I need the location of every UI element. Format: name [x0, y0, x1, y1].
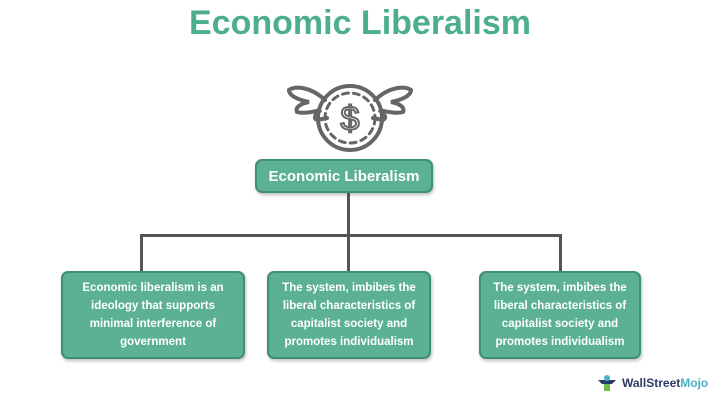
branch-node-2: The system, imbibes the liberal characte… [267, 271, 431, 359]
branch-node-3: The system, imbibes the liberal characte… [479, 271, 641, 359]
logo-icon [598, 375, 616, 391]
logo-text-1: WallStreet [622, 376, 681, 390]
wallstreetmojo-logo: WallStreetMojo [596, 374, 708, 392]
svg-text:$: $ [341, 100, 360, 138]
central-node: Economic Liberalism [255, 159, 433, 193]
connector-trunk [347, 193, 350, 236]
logo-text-2: Mojo [680, 376, 709, 390]
connector-right [559, 234, 562, 272]
connector-horizontal [140, 234, 562, 237]
connector-middle [347, 234, 350, 272]
branch-node-1: Economic liberalism is an ideology that … [61, 271, 245, 359]
page-title: Economic Liberalism [189, 4, 531, 42]
connector-left [140, 234, 143, 272]
winged-dollar-coin-icon: $ [286, 84, 414, 152]
